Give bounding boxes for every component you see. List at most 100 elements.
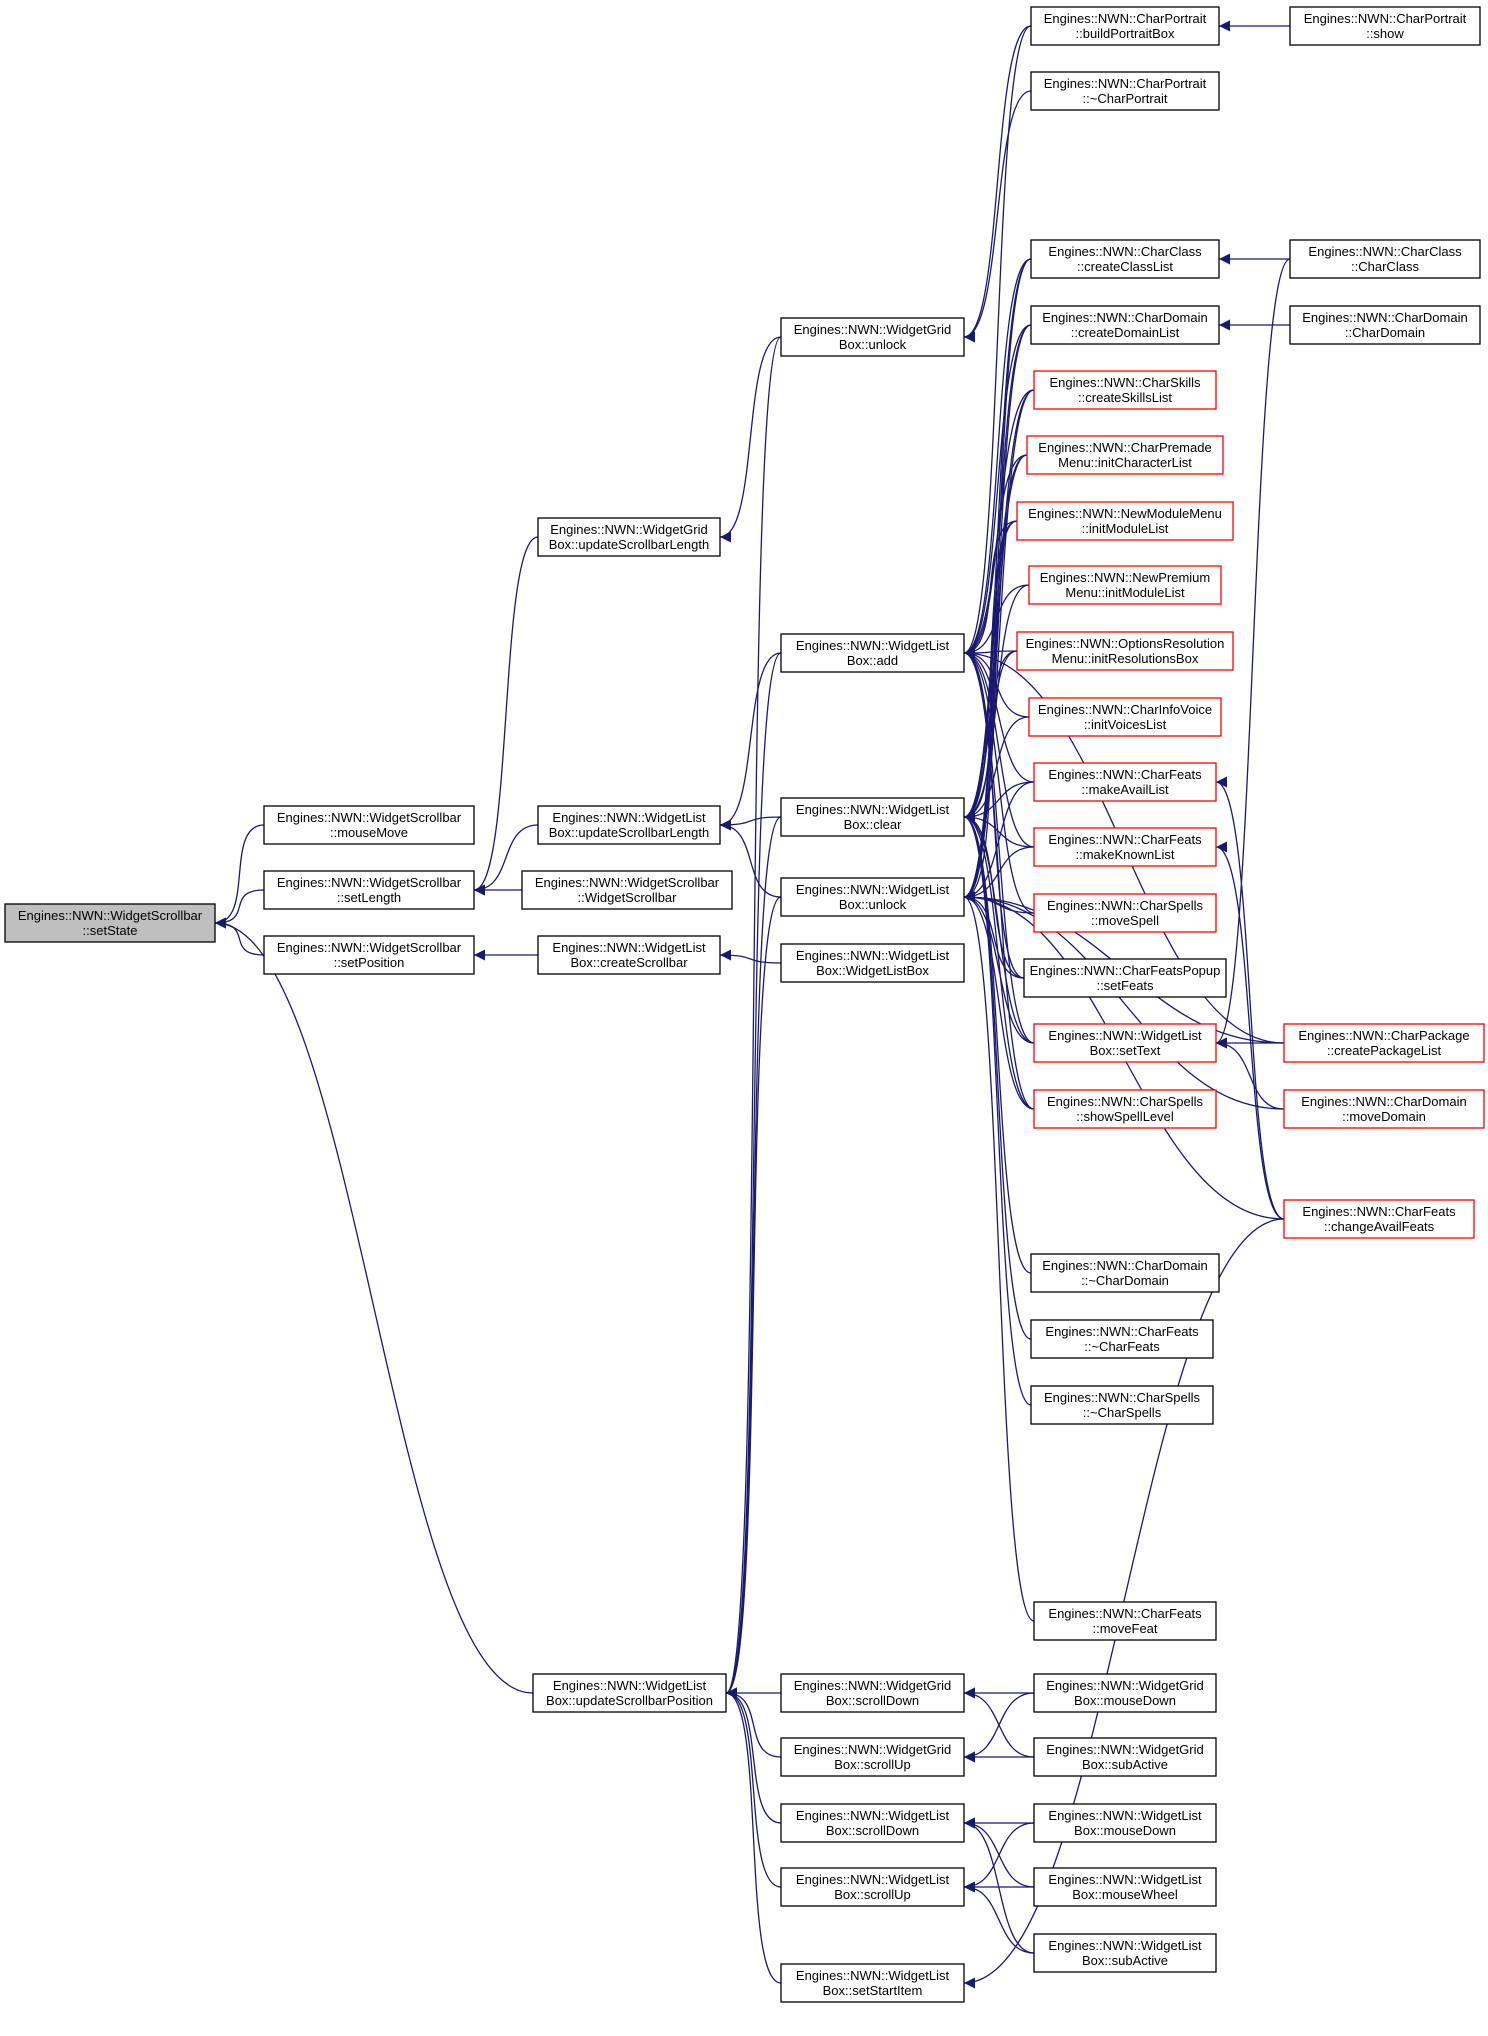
node-nmm_initModuleList[interactable]: Engines::NWN::NewModuleMenu::initModuleL… — [1016, 501, 1234, 541]
edge-cf_makeKnownList-to-lb_add — [963, 647, 1035, 848]
node-cp_dtor[interactable]: Engines::NWN::CharPortrait::~CharPortrai… — [1030, 71, 1220, 111]
node-label-line: Box::scrollDown — [826, 1823, 919, 1838]
node-box — [780, 797, 965, 837]
node-label-line: ::~CharPortrait — [1083, 91, 1168, 106]
node-cf_makeAvailList[interactable]: Engines::NWN::CharFeats::makeAvailList — [1033, 762, 1217, 802]
edge-cf_changeAvailFeats-to-cf_makeKnownList — [1215, 841, 1285, 1220]
node-cf_makeKnownList[interactable]: Engines::NWN::CharFeats::makeKnownList — [1033, 827, 1217, 867]
node-label-line: ::makeAvailList — [1081, 782, 1169, 797]
node-lb_clear[interactable]: Engines::NWN::WidgetListBox::clear — [780, 797, 965, 837]
node-civ_initVoicesList[interactable]: Engines::NWN::CharInfoVoice::initVoicesL… — [1028, 697, 1222, 737]
node-sb_setPosition[interactable]: Engines::NWN::WidgetScrollbar::setPositi… — [263, 935, 475, 975]
node-lb_scrollDown[interactable]: Engines::NWN::WidgetListBox::scrollDown — [780, 1803, 965, 1843]
node-cp_buildPortraitBox[interactable]: Engines::NWN::CharPortrait::buildPortrai… — [1030, 6, 1220, 46]
edge-lb_scrollDown-to-lb_updateScrollbarPosition — [725, 1687, 782, 1824]
node-label-line: ::mouseMove — [330, 825, 408, 840]
edge-lb_scrollUp-to-lb_updateScrollbarPosition — [725, 1687, 782, 1888]
node-label-line: Engines::NWN::NewPremium — [1040, 570, 1211, 585]
node-label-line: Box::subActive — [1082, 1757, 1168, 1772]
edge-csp_showSpellLevel-to-lb_unlock — [963, 891, 1035, 1110]
node-cp_show[interactable]: Engines::NWN::CharPortrait::show — [1289, 6, 1481, 46]
node-box — [1016, 501, 1234, 541]
node-box — [1030, 1253, 1220, 1293]
node-label-line: Engines::NWN::WidgetList — [796, 802, 950, 817]
node-cf_moveFeat[interactable]: Engines::NWN::CharFeats::moveFeat — [1033, 1601, 1217, 1641]
node-label-line: Engines::NWN::WidgetGrid — [794, 1742, 952, 1757]
node-cs_createSkillsList[interactable]: Engines::NWN::CharSkills::createSkillsLi… — [1033, 370, 1217, 410]
edge-cd_dtor-to-lb_clear — [963, 811, 1032, 1274]
edge-cp_buildPortraitBox-to-gb_unlock — [963, 25, 1032, 343]
node-lb_unlock[interactable]: Engines::NWN::WidgetListBox::unlock — [780, 877, 965, 917]
edge-cc_createClassList-to-lb_add — [963, 258, 1032, 659]
edge-lb_add-to-lb_updateScrollbarPosition — [725, 652, 782, 1699]
node-box — [1289, 6, 1481, 46]
node-label-line: ::initModuleList — [1082, 521, 1169, 536]
node-label-line: ::setFeats — [1096, 978, 1154, 993]
node-lb_add[interactable]: Engines::NWN::WidgetListBox::add — [780, 633, 965, 673]
node-lb_ctor[interactable]: Engines::NWN::WidgetListBox::WidgetListB… — [780, 943, 965, 983]
node-cpm_initCharacterList[interactable]: Engines::NWN::CharPremadeMenu::initChara… — [1026, 435, 1224, 475]
node-sb_setLength[interactable]: Engines::NWN::WidgetScrollbar::setLength — [263, 870, 475, 910]
node-lb_createScrollbar[interactable]: Engines::NWN::WidgetListBox::createScrol… — [537, 935, 721, 975]
node-label-line: Engines::NWN::WidgetGrid — [794, 322, 952, 337]
node-box — [780, 633, 965, 673]
node-lb_setStartItem[interactable]: Engines::NWN::WidgetListBox::setStartIte… — [780, 1963, 965, 2003]
node-lb_setText[interactable]: Engines::NWN::WidgetListBox::setText — [1033, 1023, 1217, 1063]
node-box — [780, 877, 965, 917]
node-lb_scrollUp[interactable]: Engines::NWN::WidgetListBox::scrollUp — [780, 1867, 965, 1907]
node-lb_updateScrollbarLength[interactable]: Engines::NWN::WidgetListBox::updateScrol… — [537, 805, 721, 845]
node-box — [1026, 435, 1224, 475]
node-npm_initModuleList[interactable]: Engines::NWN::NewPremiumMenu::initModule… — [1028, 565, 1222, 605]
node-orm_initResolutionsBox[interactable]: Engines::NWN::OptionsResolutionMenu::ini… — [1016, 631, 1234, 671]
node-cpk_createPackageList[interactable]: Engines::NWN::CharPackage::createPackage… — [1283, 1023, 1485, 1063]
node-cd_ctor[interactable]: Engines::NWN::CharDomain::CharDomain — [1289, 305, 1481, 345]
node-box — [780, 317, 965, 357]
node-box — [780, 1737, 965, 1777]
edge-lb_add-to-lb_updateScrollbarLength — [719, 652, 782, 831]
node-lb_mouseWheel[interactable]: Engines::NWN::WidgetListBox::mouseWheel — [1033, 1867, 1217, 1907]
node-lb_mouseDown[interactable]: Engines::NWN::WidgetListBox::mouseDown — [1033, 1803, 1217, 1843]
node-lb_updateScrollbarPosition[interactable]: Engines::NWN::WidgetListBox::updateScrol… — [532, 1673, 727, 1713]
node-sb_mouseMove[interactable]: Engines::NWN::WidgetScrollbar::mouseMove — [263, 805, 475, 845]
edge-lb_setStartItem-to-lb_updateScrollbarPosition — [725, 1687, 782, 1984]
edge-lb_setText-to-lb_unlock — [963, 891, 1035, 1044]
node-cc_createClassList[interactable]: Engines::NWN::CharClass::createClassList — [1030, 239, 1220, 279]
node-box — [532, 1673, 727, 1713]
node-cf_dtor[interactable]: Engines::NWN::CharFeats::~CharFeats — [1030, 1319, 1214, 1359]
node-box — [1033, 1737, 1217, 1777]
node-lb_subActive[interactable]: Engines::NWN::WidgetListBox::subActive — [1033, 1933, 1217, 1973]
node-box — [1283, 1089, 1485, 1129]
node-label-line: Engines::NWN::CharDomain — [1301, 1094, 1466, 1109]
node-label-line: Engines::NWN::WidgetGrid — [1046, 1742, 1204, 1757]
node-cd_moveDomain[interactable]: Engines::NWN::CharDomain::moveDomain — [1283, 1089, 1485, 1129]
node-setState[interactable]: Engines::NWN::WidgetScrollbar::setState — [4, 903, 216, 943]
node-label-line: Box::mouseDown — [1074, 1693, 1176, 1708]
node-label-line: ::createDomainList — [1071, 325, 1180, 340]
node-cc_ctor[interactable]: Engines::NWN::CharClass::CharClass — [1289, 239, 1481, 279]
node-label-line: Engines::NWN::WidgetScrollbar — [277, 875, 462, 890]
node-label-line: Engines::NWN::WidgetList — [1048, 1872, 1202, 1887]
node-label-line: Engines::NWN::CharSpells — [1044, 1390, 1201, 1405]
node-sb_ctor[interactable]: Engines::NWN::WidgetScrollbar::WidgetScr… — [521, 870, 733, 910]
node-label-line: ::changeAvailFeats — [1324, 1219, 1435, 1234]
node-cf_changeAvailFeats[interactable]: Engines::NWN::CharFeats::changeAvailFeat… — [1283, 1199, 1475, 1239]
node-label-line: Box::scrollUp — [834, 1887, 911, 1902]
edge-cd_createDomainList-to-lb_unlock — [963, 324, 1032, 903]
node-cd_createDomainList[interactable]: Engines::NWN::CharDomain::createDomainLi… — [1030, 305, 1220, 345]
node-box — [1289, 239, 1481, 279]
node-label-line: ::moveFeat — [1092, 1621, 1157, 1636]
node-csp_showSpellLevel[interactable]: Engines::NWN::CharSpells::showSpellLevel — [1033, 1089, 1217, 1129]
node-cd_dtor[interactable]: Engines::NWN::CharDomain::~CharDomain — [1030, 1253, 1220, 1293]
node-cfp_setFeats[interactable]: Engines::NWN::CharFeatsPopup::setFeats — [1023, 958, 1227, 998]
node-csp_moveSpell[interactable]: Engines::NWN::CharSpells::moveSpell — [1033, 893, 1217, 933]
node-csp_dtor[interactable]: Engines::NWN::CharSpells::~CharSpells — [1030, 1385, 1214, 1425]
edge-cc_createClassList-to-lb_clear — [963, 258, 1032, 823]
node-gb_updateScrollbarLength[interactable]: Engines::NWN::WidgetGridBox::updateScrol… — [537, 517, 721, 557]
node-label-line: Box::subActive — [1082, 1953, 1168, 1968]
node-label-line: Box::unlock — [839, 337, 907, 352]
